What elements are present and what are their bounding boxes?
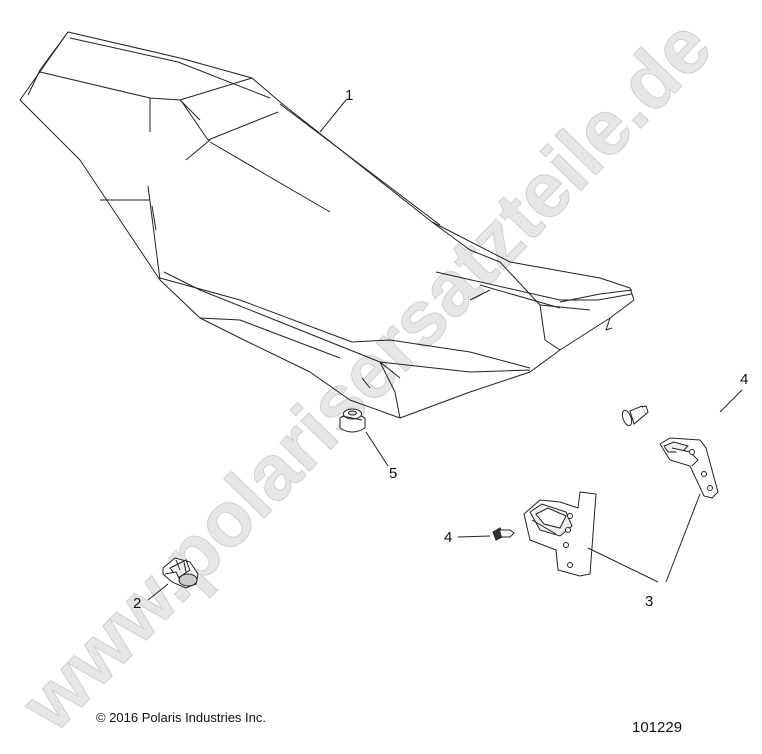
copyright-text: © 2016 Polaris Industries Inc.: [96, 710, 266, 725]
latch-bracket-lower-drawing[interactable]: [523, 491, 597, 577]
callout-4-lower: 4: [444, 529, 452, 546]
diagram-number: 101229: [632, 719, 683, 736]
push-rivet-lower-drawing[interactable]: [492, 527, 515, 541]
seat-drawing[interactable]: [19, 31, 635, 419]
callout-2: 2: [133, 595, 141, 612]
watermark-text: www.polarisersatzteile.de: [3, 2, 727, 748]
callout-1: 1: [345, 87, 353, 104]
callouts: 1 2 3 4 4 5: [133, 87, 748, 612]
callout-3: 3: [645, 593, 653, 610]
latch-bracket-upper-drawing[interactable]: [659, 437, 719, 499]
callout-5: 5: [389, 465, 397, 482]
bushing-left-drawing[interactable]: [162, 557, 199, 589]
callout-4-upper: 4: [740, 371, 748, 388]
leader-lines: [147, 99, 743, 601]
push-rivet-upper-drawing[interactable]: [621, 405, 649, 427]
rubber-grommet-drawing[interactable]: [339, 408, 366, 433]
